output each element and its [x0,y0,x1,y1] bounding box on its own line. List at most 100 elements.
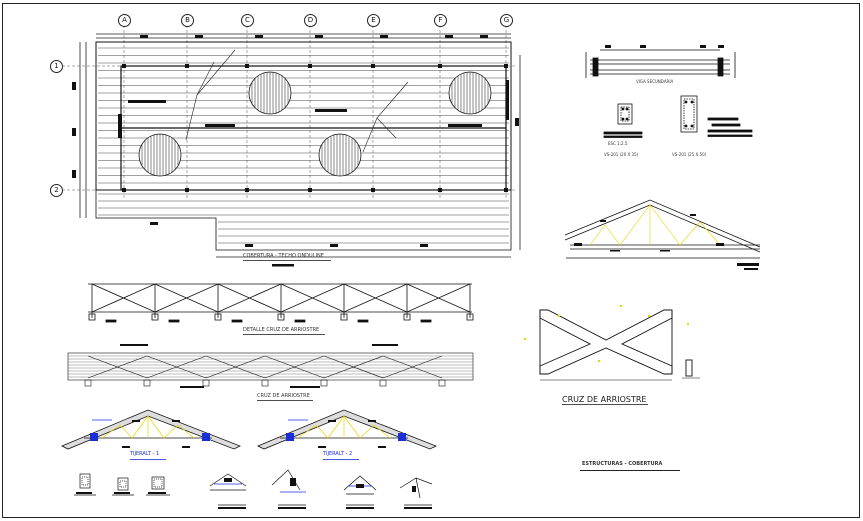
brace-diagonal [343,283,408,313]
truss-tijeral-1 [61,409,241,450]
grid-bubble-a: A [118,14,131,27]
truss-web [101,424,121,439]
column-marker [122,64,126,68]
plan-title: COBERTURA - TECHO ONDULINE [243,253,324,259]
leader-lines [185,49,409,153]
truss-web [131,415,149,439]
truss-elevation-right [564,199,761,259]
brace-diagonal [217,283,282,313]
plan-tag [128,100,166,103]
truss-web [315,424,329,439]
grid-bubble-f: F [434,14,447,27]
truss-web [343,415,361,439]
large-brace-underline [562,404,648,405]
truss2-underline [323,459,359,460]
brace-plan-support [261,379,269,387]
truss-tag [378,446,386,448]
truss-tag [182,446,190,448]
plan-tag [448,124,482,127]
brace-plan-support [202,379,210,387]
plan-scale-bar [272,264,294,267]
sheet-title: ESTRUCTURAS - COBERTURA [582,461,663,467]
grid-bubble-d: D [304,14,317,27]
truss1-title: TIJERALT - 1 [130,451,160,457]
brace-plan-underline [257,400,313,401]
truss-tag [172,420,180,422]
brace-diagonal [154,283,219,313]
truss-tag [328,420,336,422]
truss-tijeral-2 [257,409,437,450]
skylights [138,71,492,177]
brace-plan-support [379,379,387,387]
plan-tag [72,170,76,178]
brace-tag [294,319,306,323]
brace-support [88,313,96,321]
truss-web [297,424,317,439]
beam-section-1 [603,103,643,138]
truss-tag [132,420,140,422]
brace-plan-diagonal [146,355,207,379]
viga-secundaria-detail [585,49,736,78]
plan-annotation-tags [72,35,519,247]
plan-tag [315,35,323,38]
plan-tag [150,222,158,225]
truss-web [327,415,345,439]
roof-sheet-lines [98,47,509,244]
truss-web [119,424,133,439]
column-marker [308,188,312,192]
plan-tag [506,80,509,120]
truss-web [163,424,179,439]
grid-bubble-2: 2 [50,184,63,197]
truss-web [177,424,195,439]
grid-bubble-g: G [500,14,513,27]
brace-plan-diagonal [87,355,148,379]
truss-web [373,424,391,439]
plan-tag [72,128,76,136]
brace-plan-support [320,379,328,387]
plan-tag [245,244,253,247]
column-marker [245,188,249,192]
plan-tag [195,35,203,38]
brace-tag [231,319,243,323]
grid-bubble-c: C [241,14,254,27]
plan-tag [330,244,338,247]
brace-plan [67,344,474,388]
beam-section-2 [680,95,753,137]
brace-diagonal [406,283,471,313]
plan-tag [480,35,488,38]
plan-title-underline [243,260,331,261]
brace-support [466,313,474,321]
brace-plan-tag [120,344,148,346]
column-marker [438,64,442,68]
plan-tag [380,35,388,38]
brace-detail-elevation [88,283,474,323]
brace-detail-title: DETALLE CRUZ DE ARRIOSTRE [243,327,320,333]
truss-tag [122,446,130,448]
section2-label: VS-201 (25 X 50) [672,152,707,157]
column-marker [371,188,375,192]
brace-tag [168,319,180,323]
viga-tags [605,45,724,48]
column-marker [371,64,375,68]
brace-diagonal [280,283,345,313]
brace-tag [105,319,117,323]
brace-support [277,313,285,321]
truss-rafter [61,409,241,450]
brace-plan-support [438,379,446,387]
column-marker [245,64,249,68]
column-marker [308,64,312,68]
brace-support [403,313,411,321]
sheet-border [2,3,860,518]
brace-detail-underline [243,334,325,335]
grid-bubble-1: 1 [50,60,63,73]
large-brace-title: CRUZ DE ARRIOSTRE [562,395,647,404]
column-marker [185,188,189,192]
brace-plan-diagonal [205,355,266,379]
brace-plan-outline [67,352,474,381]
brace-plan-diagonal [264,355,325,379]
large-x-brace [539,309,700,381]
brace-tag [357,319,369,323]
plan-tag [420,244,428,247]
section1-label: VS-201 (20 X 35) [604,152,639,157]
